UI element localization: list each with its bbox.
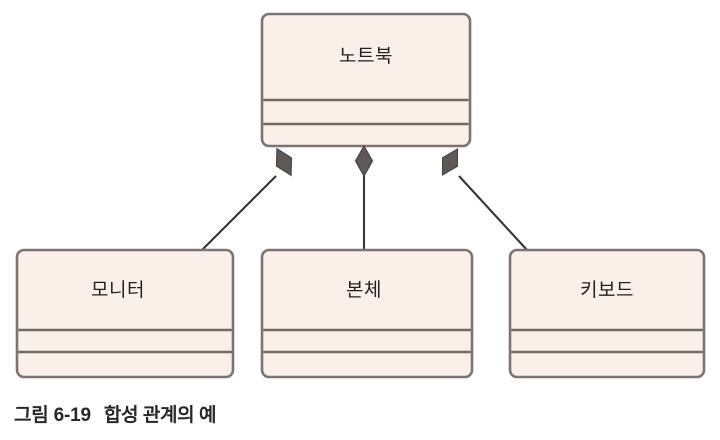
class-box-notebook-frame xyxy=(260,12,472,148)
class-box-body[interactable]: 본체 xyxy=(260,248,474,379)
figure-caption-label: 그림 6-19 xyxy=(14,404,91,426)
class-name-notebook: 노트북 xyxy=(339,46,393,67)
class-box-notebook[interactable]: 노트북 xyxy=(260,12,472,148)
class-name-body: 본체 xyxy=(346,279,382,301)
diamond-group xyxy=(275,144,459,178)
composition-diamond-monitor-icon xyxy=(275,147,293,177)
class-box-keyboard-frame xyxy=(508,248,706,379)
class-name-keyboard: 키보드 xyxy=(580,279,634,301)
connector-line-notebook-keyboard xyxy=(458,175,528,251)
composition-diamond-body-icon xyxy=(354,144,374,178)
figure-caption: 그림 6-19 합성 관계의 예 xyxy=(14,398,704,428)
class-name-monitor: 모니터 xyxy=(91,279,145,301)
class-box-monitor[interactable]: 모니터 xyxy=(15,248,235,379)
class-box-keyboard[interactable]: 키보드 xyxy=(508,248,706,379)
connector-group xyxy=(201,175,528,251)
connector-line-notebook-monitor xyxy=(201,175,277,251)
class-box-monitor-frame xyxy=(15,248,235,379)
composition-diamond-keyboard-icon xyxy=(441,147,459,177)
class-box-body-frame xyxy=(260,248,474,379)
figure-caption-title: 합성 관계의 예 xyxy=(103,404,217,426)
